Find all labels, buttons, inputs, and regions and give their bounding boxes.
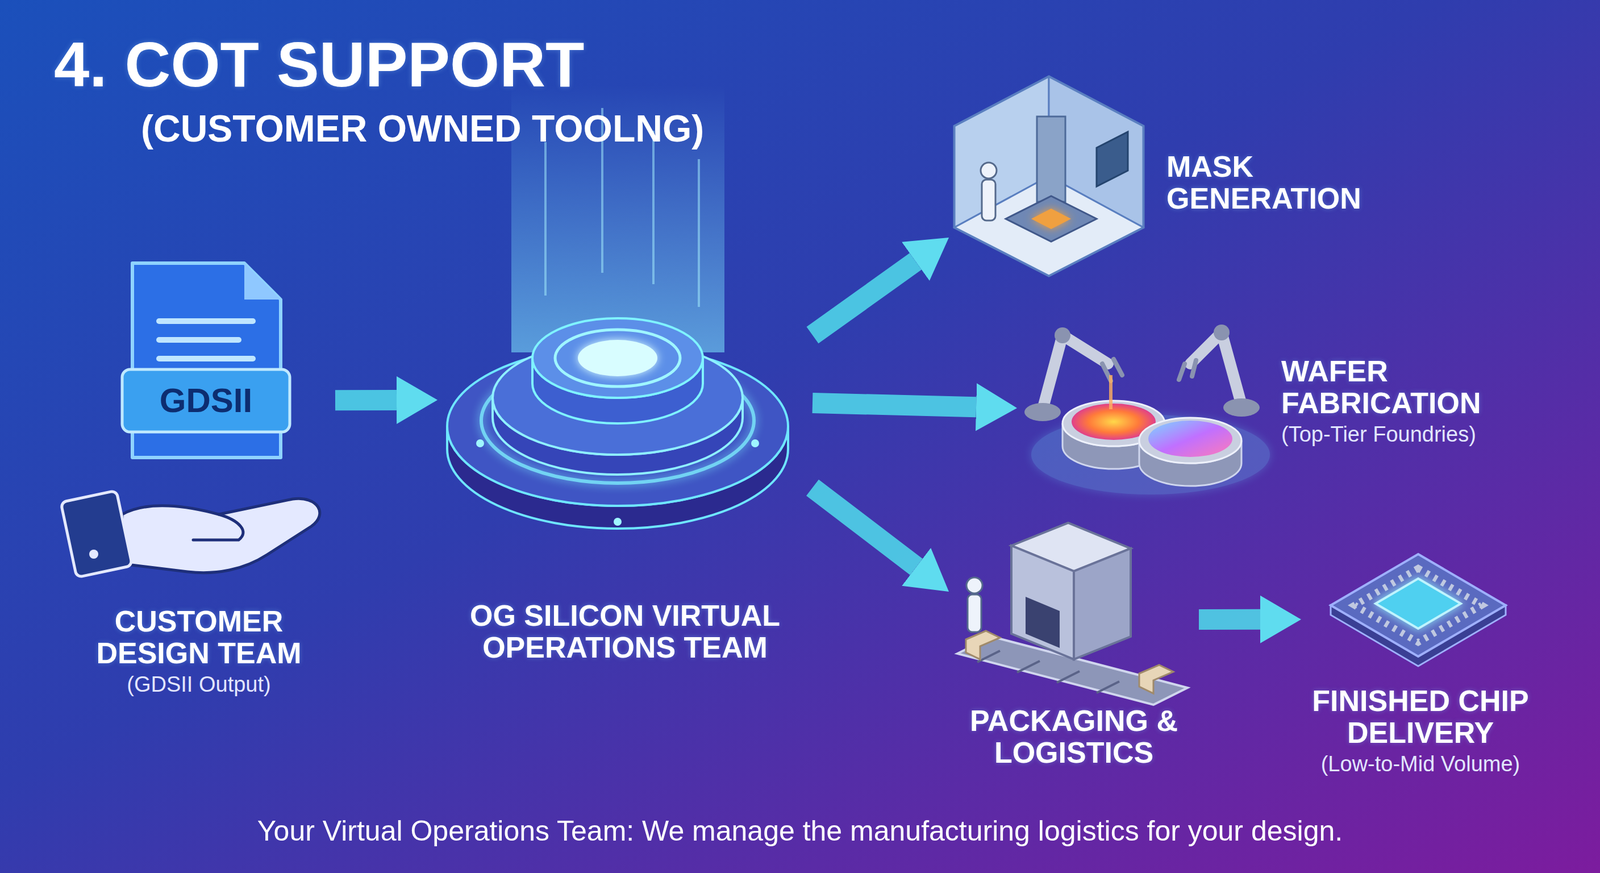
- chip-substrate: [1330, 553, 1506, 657]
- wafer: [1148, 420, 1233, 457]
- hand-thumb: [193, 514, 244, 540]
- platform-core: [577, 339, 658, 377]
- packaging-machine: [1011, 545, 1074, 660]
- platform-inner-ring: [555, 329, 681, 387]
- worker-head: [966, 577, 983, 594]
- platform-light: [751, 439, 760, 448]
- document-line: [159, 318, 253, 324]
- document-line: [159, 355, 253, 362]
- lithography-table: [1005, 196, 1097, 242]
- node-heading: OG SILICON VIRTUAL OPERATIONS TEAM: [437, 599, 813, 664]
- cuff-button: [89, 549, 99, 559]
- beam-line: [697, 159, 700, 307]
- machine-tunnel: [1025, 596, 1060, 648]
- node-heading: WAFER FABRICATION: [1281, 355, 1532, 419]
- subtitle-text: (CUSTOMER OWNED TOOLNG): [140, 107, 704, 150]
- conveyor-roller: [977, 650, 1120, 693]
- process-light: [1109, 375, 1113, 410]
- file-plate: [122, 369, 290, 432]
- node-subtext: (Top-Tier Foundries): [1281, 421, 1532, 449]
- mask-plate: [1031, 208, 1072, 229]
- robot-base: [1223, 398, 1260, 417]
- beam-line: [652, 130, 655, 285]
- chip-pins: [1354, 568, 1482, 643]
- flow-arrow: [812, 402, 977, 407]
- designer-node: CUSTOMER DESIGN TEAM(GDSII Output) GDSII: [62, 255, 336, 722]
- node-heading: FINISHED CHIP DELIVERY: [1301, 684, 1540, 749]
- package-box: [1139, 664, 1174, 694]
- platform-light: [613, 517, 622, 526]
- worker-body: [981, 179, 996, 221]
- hand-icon: [122, 498, 320, 573]
- beam-line: [544, 142, 547, 296]
- delivery-step: FINISHED CHIP DELIVERY(Low-to-Mid Volume…: [1301, 545, 1540, 796]
- robot-base: [1024, 402, 1061, 422]
- package-box: [965, 630, 1000, 660]
- wafer-step: WAFER FABRICATION(Top-Tier Foundries): [1017, 306, 1535, 483]
- diagram-title: 4. COT SUPPORT: [53, 29, 585, 100]
- platform-top: [532, 318, 703, 398]
- wall-screen: [1096, 131, 1128, 187]
- flow-arrow: [335, 389, 397, 411]
- robot-gripper: [1178, 360, 1197, 380]
- platform-light: [476, 439, 485, 448]
- robot-arm: [1042, 335, 1108, 410]
- chip-die: [1375, 578, 1461, 629]
- wafer-stage-top: [1139, 417, 1242, 464]
- caption-text: Your Virtual Operations Team: We manage …: [0, 813, 1600, 848]
- cleanroom-cube: [954, 76, 1144, 276]
- operations-platform: OG SILICON VIRTUAL OPERATIONS TEAM: [437, 250, 813, 682]
- file-label: GDSII: [122, 381, 290, 420]
- robot-joint: [1054, 327, 1071, 344]
- node-subtext: (Low-to-Mid Volume): [1301, 750, 1540, 778]
- node-heading: PACKAGING & LOGISTICS: [948, 704, 1199, 769]
- node-heading: MASK GENERATION: [1166, 150, 1377, 215]
- document-fold: [244, 263, 281, 300]
- hand-cuff: [60, 490, 133, 578]
- document-line: [159, 336, 239, 343]
- flow-arrow: [812, 261, 916, 336]
- flow-arrow: [1198, 609, 1261, 630]
- node-heading: CUSTOMER DESIGN TEAM: [62, 605, 336, 669]
- mask-step: MASK GENERATION: [948, 73, 1375, 279]
- packaging-step: PACKAGING & LOGISTICS: [948, 511, 1199, 779]
- node-subtext: (GDSII Output): [62, 671, 336, 699]
- packaging-machine: [1073, 548, 1131, 660]
- lithography-column: [1036, 116, 1066, 202]
- robot-joint: [1213, 324, 1230, 341]
- worker-head: [980, 162, 997, 179]
- flow-arrow: [812, 487, 917, 567]
- worker-body: [967, 594, 982, 632]
- robot-arm: [1190, 332, 1242, 405]
